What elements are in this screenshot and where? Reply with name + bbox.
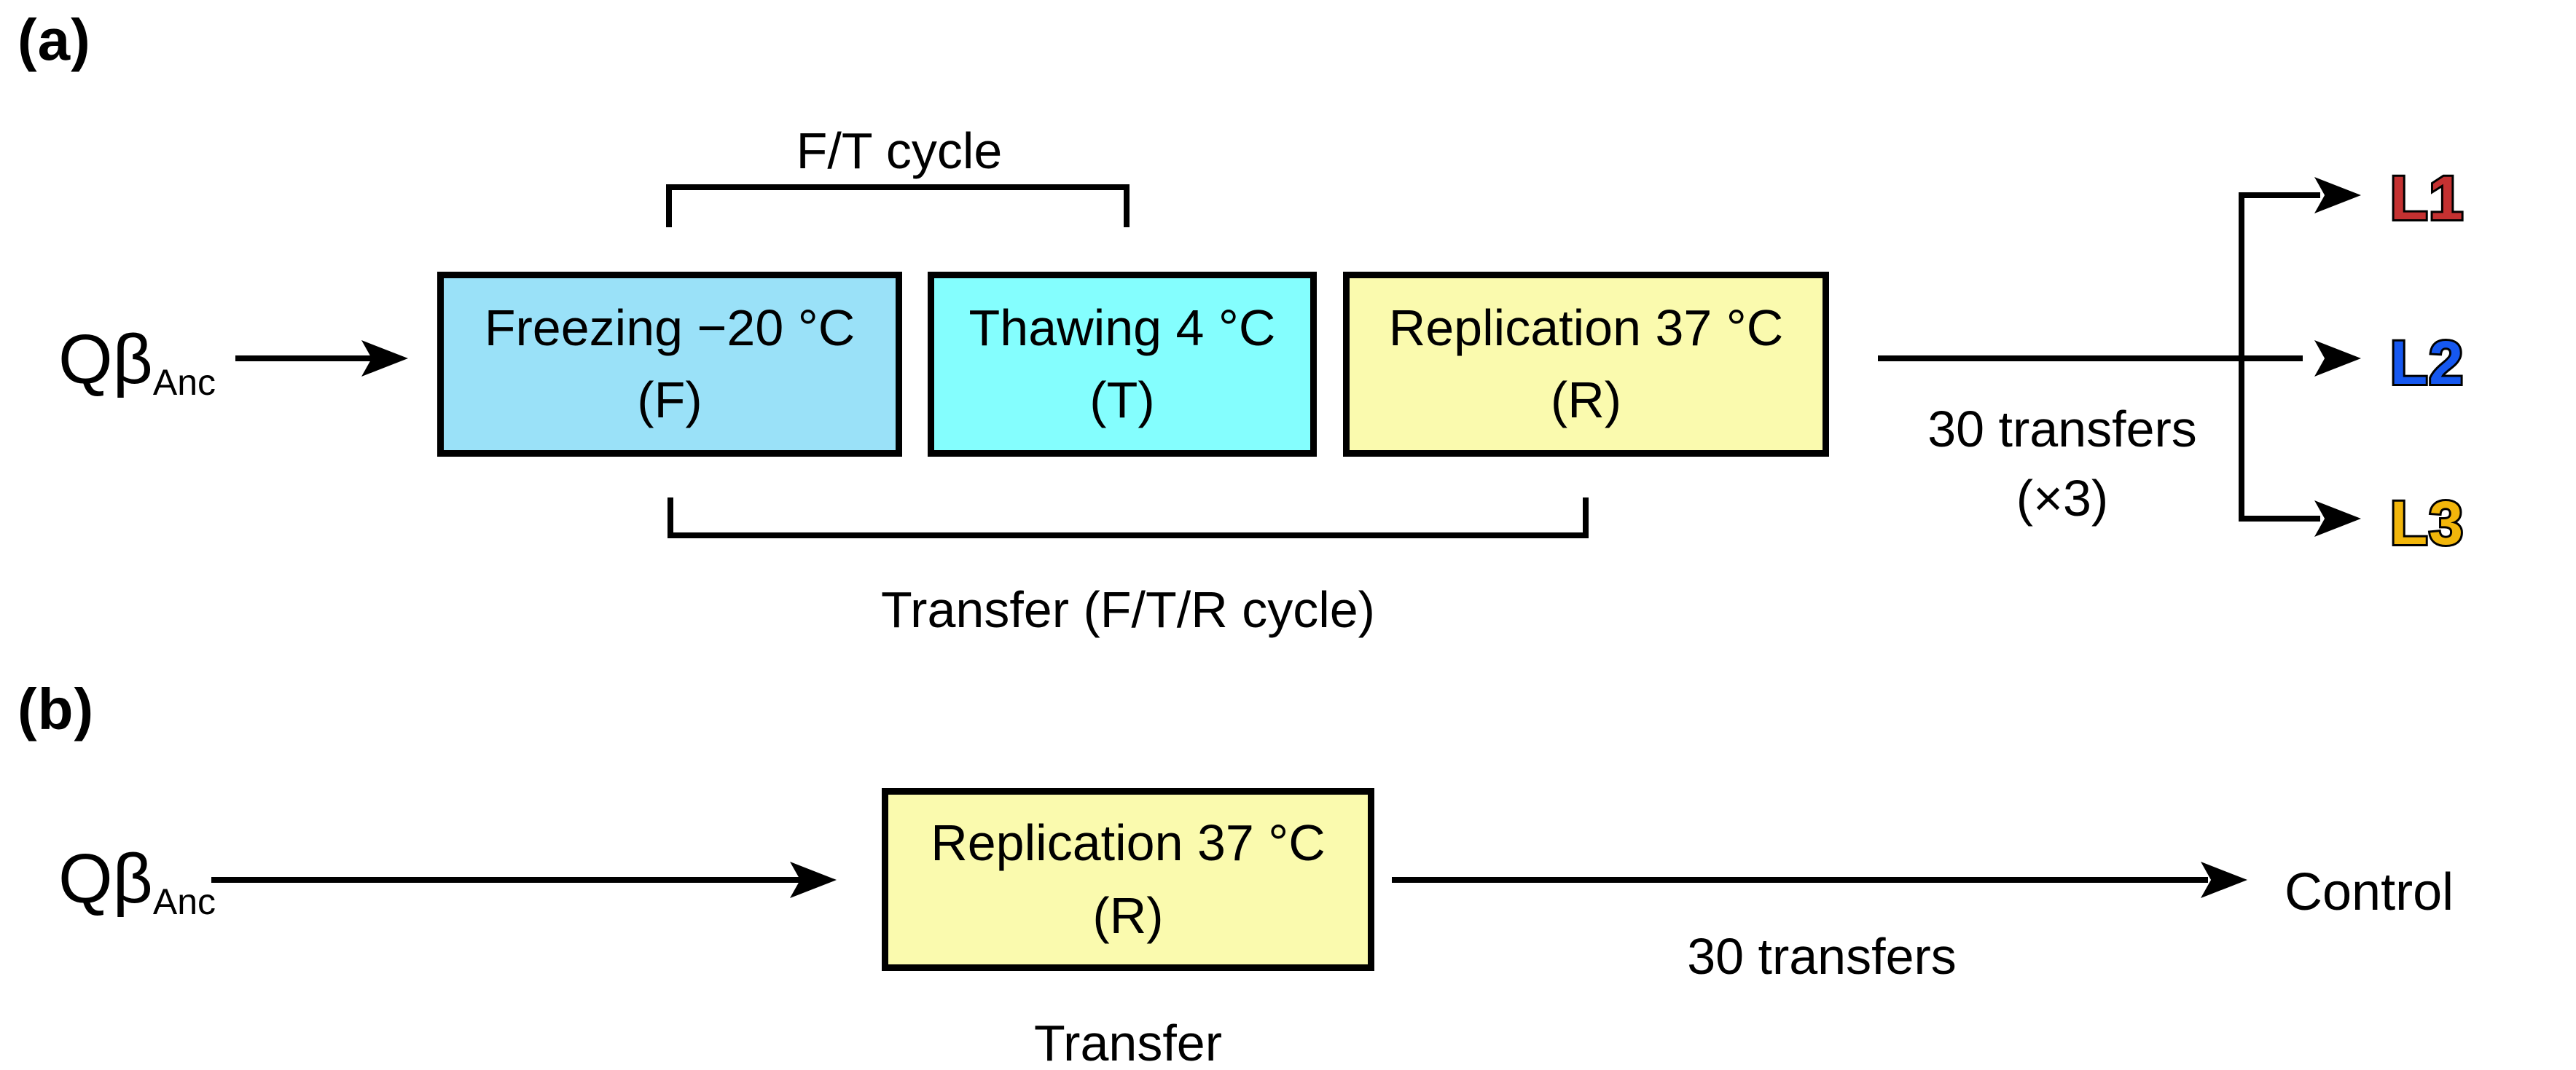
l2-arrowhead [2314, 340, 2361, 377]
thawing-box-line2: (T) [1089, 371, 1155, 428]
seed-arrow-shaft-b [211, 877, 802, 883]
replication-box-a-line2: (R) [1550, 371, 1622, 428]
freezing-box: Freezing −20 °C (F) [437, 272, 902, 457]
l3-arrowhead [2314, 500, 2361, 537]
l3-branch-shaft [2239, 516, 2320, 522]
transfers-count-a: 30 transfers (×3) [1844, 395, 2281, 533]
panel-b-label: (b) [17, 677, 95, 741]
panel-a-label: (a) [17, 7, 91, 72]
lineage-l3-label: L3 [2388, 489, 2465, 557]
transfers-count-a-line2: (×3) [2016, 470, 2109, 527]
seed-virus-main: Qβ [58, 320, 153, 398]
lineage-l1-label: L1 [2388, 164, 2465, 232]
transfer-arrow-shaft-a [1878, 355, 2303, 361]
seed-virus-label-a: QβAnc [58, 325, 216, 401]
replication-box-a: Replication 37 °C (R) [1343, 272, 1829, 457]
transfers-count-b: 30 transfers [1687, 928, 1957, 985]
seed-virus-label-b: QβAnc [58, 844, 216, 921]
seed-virus-main-b: Qβ [58, 840, 153, 918]
transfer-label-b: Transfer [1033, 1015, 1223, 1070]
freezing-box-line2: (F) [637, 371, 702, 428]
ft-cycle-bracket [666, 184, 1130, 227]
replication-box-a-line1: Replication 37 °C [1388, 299, 1784, 356]
transfer-cycle-label: Transfer (F/T/R cycle) [881, 581, 1375, 638]
ft-cycle-label: F/T cycle [796, 122, 1003, 179]
lineage-l2-label: L2 [2388, 329, 2465, 397]
transfer-cycle-bracket [668, 497, 1589, 538]
l1-arrowhead [2314, 177, 2361, 213]
replication-box-b-line1: Replication 37 °C [931, 814, 1326, 872]
lineage-branch-line [2239, 192, 2244, 522]
seed-arrow-shaft-a [235, 355, 372, 361]
l1-branch-shaft [2239, 192, 2320, 198]
control-arrow-shaft [1392, 877, 2208, 883]
seed-virus-subscript-b: Anc [152, 881, 216, 922]
replication-box-b-line2: (R) [1092, 886, 1164, 944]
replication-box-b: Replication 37 °C (R) [882, 788, 1374, 971]
thawing-box: Thawing 4 °C (T) [928, 272, 1317, 457]
control-label: Control [2285, 863, 2454, 921]
thawing-box-line1: Thawing 4 °C [968, 299, 1276, 356]
transfers-count-a-line1: 30 transfers [1927, 401, 2197, 457]
seed-virus-subscript: Anc [152, 362, 216, 403]
freezing-box-line1: Freezing −20 °C [484, 299, 856, 356]
